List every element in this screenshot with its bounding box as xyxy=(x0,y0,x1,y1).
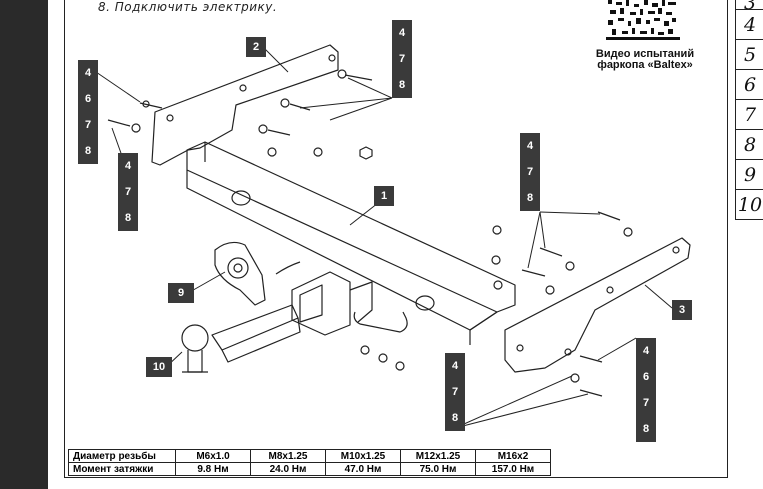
table-cell: M12x1.25 xyxy=(400,449,476,463)
callout-item: 8 xyxy=(642,423,650,435)
table-cell: M8x1.25 xyxy=(250,449,326,463)
callout-group-left-a: 4 6 7 8 xyxy=(78,60,98,164)
step-cell: 6 xyxy=(735,70,763,100)
callout-item: 8 xyxy=(526,192,534,204)
step-cell: 7 xyxy=(735,100,763,130)
frame-line-bottom xyxy=(64,477,728,478)
callout-group-bottom-right: 4 6 7 8 xyxy=(636,338,656,442)
step-cell: 5 xyxy=(735,40,763,70)
callout-item: 7 xyxy=(451,386,459,398)
step-cell: 8 xyxy=(735,130,763,160)
qr-caption: Видео испытаний фаркопа «Baltex» xyxy=(586,49,704,71)
frame-line-right xyxy=(727,0,728,478)
callout-item: 7 xyxy=(526,166,534,178)
step-cell: 9 xyxy=(735,160,763,190)
step-8-text: 8. Подключить электрику. xyxy=(98,0,278,14)
callout-item: 6 xyxy=(642,371,650,383)
crossbar-top xyxy=(186,141,516,313)
table-row: Момент затяжки 9.8 Нм 24.0 Нм 47.0 Нм 75… xyxy=(68,462,551,476)
callout-group-left-b: 4 7 8 xyxy=(118,153,138,231)
torque-table: Диаметр резьбы M6x1.0 M8x1.25 M10x1.25 M… xyxy=(68,449,551,476)
left-bracket-outline xyxy=(151,44,339,166)
qr-code[interactable] xyxy=(606,0,680,40)
table-row: Диаметр резьбы M6x1.0 M8x1.25 M10x1.25 M… xyxy=(68,449,551,463)
table-cell: 47.0 Нм xyxy=(325,462,401,476)
callout-item: 8 xyxy=(124,212,132,224)
callout-part-10: 10 xyxy=(146,357,172,377)
callout-item: 7 xyxy=(124,186,132,198)
callout-part-9: 9 xyxy=(168,283,194,303)
callout-part-3: 3 xyxy=(672,300,692,320)
step-cell: 3 xyxy=(735,0,763,13)
right-bracket-outline xyxy=(504,237,691,373)
qr-caption-line-1: Видео испытаний xyxy=(595,48,695,60)
table-cell: 75.0 Нм xyxy=(400,462,476,476)
callout-item: 7 xyxy=(642,397,650,409)
callout-item: 8 xyxy=(451,412,459,424)
callout-item: 6 xyxy=(84,93,92,105)
callout-group-top-right: 4 7 8 xyxy=(392,20,412,98)
row-label-thread: Диаметр резьбы xyxy=(68,449,176,463)
callout-item: 4 xyxy=(451,360,459,372)
step-cell: 10 xyxy=(735,190,763,220)
table-cell: M6x1.0 xyxy=(175,449,251,463)
callout-part-2: 2 xyxy=(246,37,266,57)
row-label-torque: Момент затяжки xyxy=(68,462,176,476)
frame-line-left xyxy=(64,0,65,478)
callout-item: 4 xyxy=(526,140,534,152)
qr-caption-line-2: фаркопа «Baltex» xyxy=(597,59,693,71)
callout-item: 8 xyxy=(84,145,92,157)
callout-group-mid-right: 4 7 8 xyxy=(520,133,540,211)
table-cell: 9.8 Нм xyxy=(175,462,251,476)
table-cell: M16x2 xyxy=(475,449,551,463)
callout-item: 4 xyxy=(398,27,406,39)
callout-item: 4 xyxy=(642,345,650,357)
callout-item: 7 xyxy=(398,53,406,65)
callout-item: 7 xyxy=(84,119,92,131)
callout-group-bottom-mid: 4 7 8 xyxy=(445,353,465,431)
table-cell: 24.0 Нм xyxy=(250,462,326,476)
callout-item: 4 xyxy=(124,160,132,172)
steps-checklist: 3 4 5 6 7 8 9 10 xyxy=(735,0,763,220)
callout-item: 8 xyxy=(398,79,406,91)
step-cell: 4 xyxy=(735,10,763,40)
table-cell: M10x1.25 xyxy=(325,449,401,463)
table-cell: 157.0 Нм xyxy=(475,462,551,476)
callout-part-1: 1 xyxy=(374,186,394,206)
callout-item: 4 xyxy=(84,67,92,79)
page-edge-shadow xyxy=(0,0,48,489)
